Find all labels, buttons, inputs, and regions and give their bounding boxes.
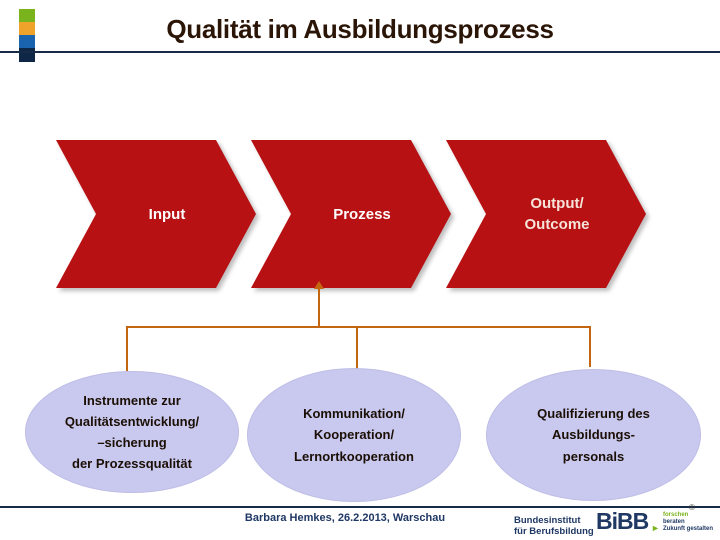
bubble-instrumente: Instrumente zur Qualitätsentwicklung/ –s… [25, 371, 239, 493]
bubble-qualifizierung: Qualifizierung des Ausbildungs- personal… [486, 369, 701, 501]
chevron-output-outcome-label: Output/ Outcome [446, 140, 646, 288]
chevron-input-label: Input [56, 140, 256, 288]
logo-square-blue-icon [19, 35, 35, 48]
chevron-input: Input [56, 140, 256, 288]
header-divider [0, 51, 720, 53]
bibb-tagline: forschen beraten Zukunft gestalten [663, 512, 713, 533]
connector-arrow-stem [318, 288, 320, 328]
bibb-tagline-rest: beraten Zukunft gestalten [663, 519, 714, 532]
footer-credit: Barbara Hemkes, 26.2.2013, Warschau [244, 512, 446, 524]
arrow-up-icon [314, 281, 324, 289]
chevron-output-outcome: Output/ Outcome [446, 140, 646, 288]
bibb-tagline-first: forschen [663, 512, 689, 518]
page-title: Qualität im Ausbildungsprozess [166, 14, 554, 44]
bibb-wordmark: BiBB [596, 508, 649, 534]
logo-square-orange-icon [19, 22, 35, 35]
registered-mark: ® [689, 503, 695, 512]
connector-drop-left [126, 326, 128, 373]
connector-bus [126, 326, 591, 328]
bibb-institute-name: Bundesinstitut für Berufsbildung [514, 515, 594, 537]
bibb-arrow-icon: ► [651, 523, 660, 533]
bubble-kommunikation: Kommunikation/ Kooperation/ Lernortkoope… [247, 368, 461, 502]
logo-square-green-icon [19, 9, 35, 22]
connector-drop-middle [356, 326, 358, 370]
chevron-prozess: Prozess [251, 140, 451, 288]
chevron-prozess-label: Prozess [251, 140, 451, 288]
connector-drop-right [589, 326, 591, 367]
footer-divider [0, 506, 720, 508]
